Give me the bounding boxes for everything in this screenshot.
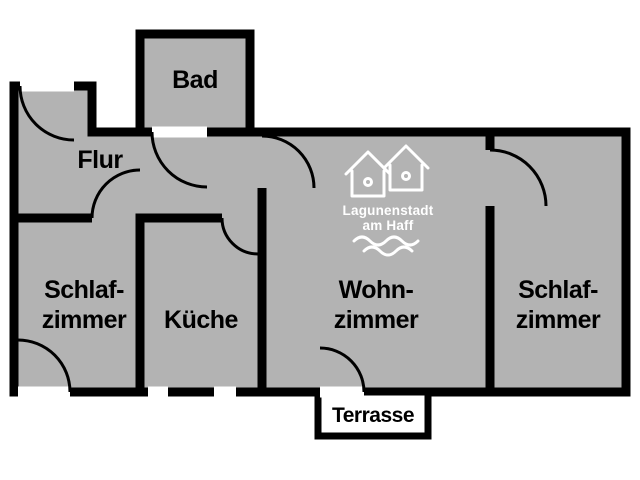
- window-opening-kueche: [214, 386, 236, 398]
- schlafzimmer-left-door-arc: [90, 168, 141, 219]
- wall-openings: [18, 80, 364, 398]
- bad-door-arc: [150, 131, 208, 189]
- entrance-door-arc: [18, 85, 75, 142]
- logo: Lagunenstadt am Haff: [343, 144, 434, 257]
- entrance-opening: [20, 80, 74, 92]
- garden-door-opening: [18, 386, 70, 398]
- terrasse-outline: [314, 388, 432, 440]
- logo-text-line1: Lagunenstadt: [343, 203, 434, 218]
- terrasse-door-opening: [320, 386, 364, 398]
- logo-wave-top: [352, 235, 420, 247]
- logo-house-right-window: [401, 171, 411, 181]
- room-label-flur: Flur: [77, 146, 123, 174]
- door-arcs: [17, 85, 548, 393]
- schlafzimmer-right-door-arc: [489, 148, 548, 207]
- room-label-bad: Bad: [172, 66, 218, 94]
- kueche-door-arc: [220, 217, 259, 256]
- room-label-wohnzimmer-line1: Wohn-: [339, 276, 414, 304]
- logo-house-left-window: [363, 177, 373, 187]
- room-label-schlafzimmer-left-line2: zimmer: [42, 306, 127, 334]
- terrasse-door-arc: [319, 346, 366, 393]
- garden-door-arc: [17, 338, 72, 393]
- logo-house-right-roof: [382, 144, 430, 170]
- logo-house-left-body: [350, 169, 386, 198]
- logo-houses-icon: [344, 144, 430, 198]
- room-label-schlafzimmer-right-line1: Schlaf-: [518, 276, 598, 304]
- logo-wave-bottom: [362, 245, 414, 257]
- logo-text-line2: am Haff: [363, 218, 414, 233]
- room-label-wohnzimmer-line2: zimmer: [334, 306, 419, 334]
- room-label-kueche: Küche: [164, 306, 239, 334]
- logo-house-right-body: [388, 163, 424, 192]
- apartment-floor: [14, 34, 626, 392]
- room-label-terrasse: Terrasse: [332, 404, 414, 427]
- bad-door-opening: [152, 126, 207, 138]
- room-labels: Bad Flur Schlaf- zimmer Küche Wohn- zimm…: [42, 66, 602, 427]
- logo-house-left-roof: [344, 150, 392, 176]
- window-opening-left: [148, 386, 168, 398]
- wohnzimmer-door-arc: [261, 134, 316, 189]
- logo-waves-icon: [352, 235, 420, 257]
- room-label-schlafzimmer-right-line2: zimmer: [516, 306, 601, 334]
- logo-text: Lagunenstadt am Haff: [343, 203, 434, 233]
- room-label-schlafzimmer-left-line1: Schlaf-: [44, 276, 124, 304]
